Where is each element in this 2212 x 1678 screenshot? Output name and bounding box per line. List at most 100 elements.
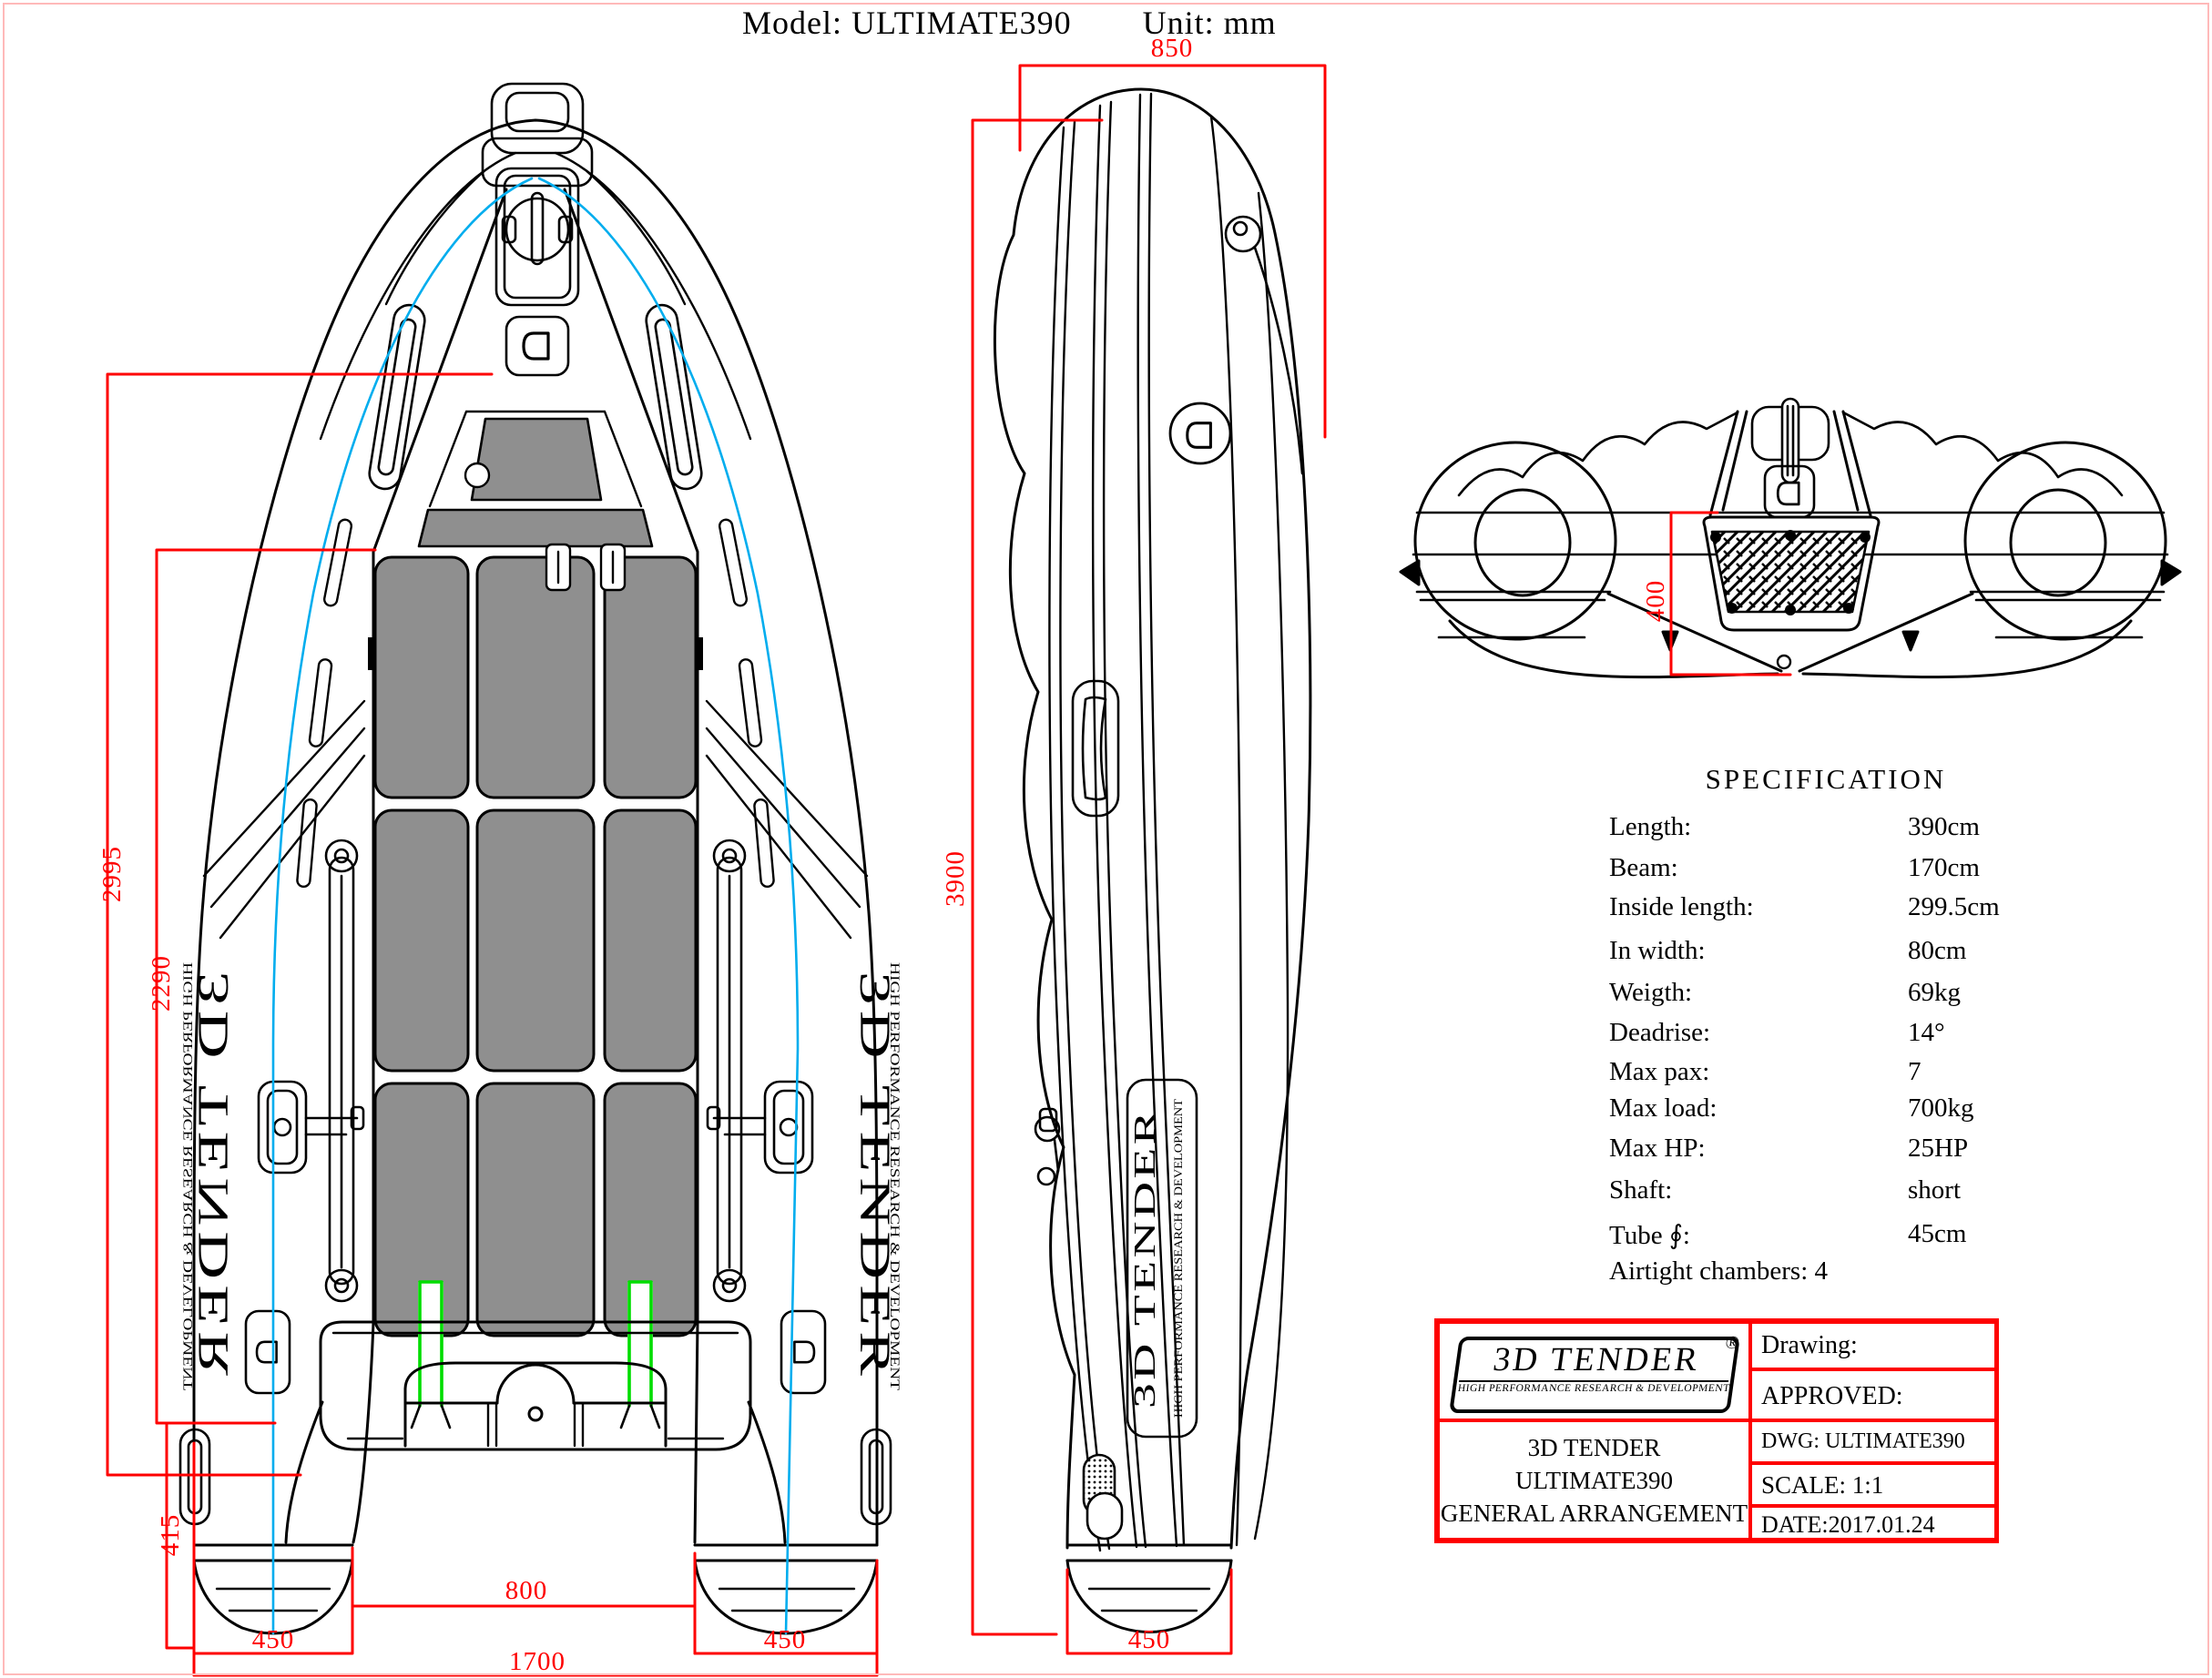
spec-airtight-chambers: Airtight chambers: 4 — [1609, 1256, 1829, 1286]
rear-tip-right — [2160, 559, 2182, 586]
title-block-drawing: Drawing: — [1750, 1322, 1996, 1369]
side-oarlock — [1034, 1107, 1061, 1186]
tube-branding-right: 3D TENDER HIGH PERFORMANCE RESEARCH & DE… — [851, 962, 902, 1390]
spec-row-max-load: Max load: 700kg — [1609, 1093, 2108, 1124]
dim-2995: 2995 — [97, 846, 127, 902]
spec-row-tube: Tube ∮:45cm — [1609, 1219, 2108, 1251]
stern-badge-right — [780, 1309, 827, 1395]
side-strakes — [1048, 92, 1289, 1552]
spec-value: 390cm — [1908, 812, 1980, 841]
stern-handle-right — [860, 1428, 892, 1526]
seam-diagonals — [202, 699, 869, 940]
registered-mark-icon: ® — [1724, 1333, 1741, 1353]
spec-label: Inside length: — [1609, 892, 1754, 921]
stern-badge-left — [244, 1309, 291, 1395]
deck-panel-wide — [417, 508, 654, 548]
transom — [284, 1320, 787, 1544]
edge-tick-right — [695, 637, 703, 670]
side-branding-patch — [1126, 1078, 1198, 1439]
side-brand-tagline: HIGH PERFORMANCE RESEARCH & DEVELOPMENT — [1171, 1099, 1185, 1418]
spec-value: 170cm — [1908, 853, 1980, 882]
side-handle — [1071, 679, 1120, 818]
title-block-date: DATE:2017.01.24 — [1750, 1506, 1996, 1540]
spec-row-in-width: In width:80cm — [1609, 936, 2108, 966]
transom-channels — [410, 1280, 661, 1429]
top-view-dimensions — [106, 372, 879, 1677]
side-brand-name: 3D TENDER — [1128, 1108, 1162, 1409]
spec-value: 25HP — [1908, 1134, 1969, 1163]
rear-tip-left — [1399, 559, 1421, 586]
spec-row-inside-length: Inside length: 299.5cm — [1609, 892, 2108, 922]
oar-right — [712, 839, 747, 1303]
spec-label: Weigth: — [1609, 978, 1693, 1007]
side-stern-cone — [1065, 1543, 1233, 1633]
rear-scallops — [1457, 411, 2124, 497]
title-block-doc-cell: 3D TENDER ULTIMATE390 GENERAL ARRANGEMEN… — [1438, 1420, 1750, 1540]
dim-850: 850 — [1151, 34, 1194, 63]
floor-clips — [545, 543, 627, 592]
bow-locker-edge — [428, 410, 643, 508]
spec-row-max-pax: Max pax:7 — [1609, 1057, 2108, 1087]
spec-label: In width: — [1609, 936, 1706, 965]
spec-label: Max HP: — [1609, 1134, 1706, 1163]
tube-strips — [296, 518, 775, 889]
spec-label: Deadrise: — [1609, 1018, 1711, 1047]
side-branding-text: 3D TENDER HIGH PERFORMANCE RESEARCH & DE… — [1128, 1099, 1185, 1418]
dim-800: 800 — [505, 1576, 548, 1605]
logo-tagline: HIGH PERFORMANCE RESEARCH & DEVELOPMENT — [1457, 1380, 1730, 1394]
mesh-lash-points — [1710, 530, 1871, 615]
doc-line-2: ULTIMATE390 — [1515, 1467, 1673, 1494]
top-view-dim-labels: 2995 2290 415 450 800 1700 450 — [97, 846, 807, 1676]
rear-tubes — [1413, 441, 2167, 641]
edge-tick-left — [368, 637, 376, 670]
bow-logo-badge — [505, 315, 570, 377]
side-view: 3D TENDER HIGH PERFORMANCE RESEARCH & DE… — [941, 34, 1327, 1655]
unit-label: Unit: mm — [1142, 5, 1277, 41]
tube-branding-left: 3D TENDER HIGH PERFORMANCE RESEARCH & DE… — [181, 962, 238, 1390]
oarlock-right — [706, 1080, 814, 1175]
rear-handle — [1750, 397, 1830, 484]
dim-2290: 2290 — [147, 955, 176, 1012]
spec-value: 45cm — [1908, 1219, 1967, 1248]
spec-value: short — [1908, 1175, 1961, 1205]
tube-brand-name-left: 3D TENDER — [189, 971, 238, 1381]
rear-tower — [1708, 410, 1872, 517]
tube-brand-tagline-right: HIGH PERFORMANCE RESEARCH & DEVELOPMENT — [887, 962, 902, 1390]
spec-value: 7 — [1908, 1057, 1921, 1086]
spec-value: 700kg — [1908, 1093, 1974, 1123]
tube-centerlines — [271, 177, 800, 1635]
dim-450-right: 450 — [764, 1625, 807, 1654]
company-logo: 3D TENDER ® HIGH PERFORMANCE RESEARCH & … — [1449, 1333, 1740, 1413]
oar-left — [324, 839, 359, 1303]
spec-label: Shaft: — [1609, 1175, 1673, 1205]
spec-value: 14° — [1908, 1018, 1945, 1047]
doc-line-3: GENERAL ARRANGEMENT — [1440, 1500, 1748, 1527]
rear-mesh-plate — [1702, 515, 1881, 632]
dim-400: 400 — [1641, 580, 1670, 623]
bow-winch-panel — [494, 167, 580, 307]
spec-value: 299.5cm — [1908, 892, 2000, 921]
specification-heading: SPECIFICATION — [1705, 763, 1947, 795]
spec-row-length: Length: 390cm — [1609, 812, 2108, 842]
spec-value: 69kg — [1908, 978, 1961, 1007]
pad-notch — [464, 462, 491, 489]
dim-3900: 3900 — [941, 850, 970, 907]
side-view-dim-labels: 850 3900 450 — [941, 34, 1194, 1654]
spec-row-deadrise: Deadrise: 14° — [1609, 1018, 2108, 1048]
bow-antislip-pad — [470, 417, 603, 502]
tube-handle-right — [645, 303, 703, 491]
spec-label: Length: — [1609, 812, 1692, 841]
spec-row-shaft: Shaft: short — [1609, 1175, 2108, 1205]
side-logo-badge — [1168, 402, 1232, 465]
deck-panels — [373, 555, 698, 1337]
title-block: 3D TENDER ® HIGH PERFORMANCE RESEARCH & … — [1434, 1318, 1999, 1543]
dim-450-side: 450 — [1128, 1625, 1171, 1654]
title-block-logo-cell: 3D TENDER ® HIGH PERFORMANCE RESEARCH & … — [1438, 1322, 1750, 1420]
spec-row-beam: Beam:170cm — [1609, 853, 2108, 883]
spec-label: Max load: — [1609, 1093, 1718, 1123]
rear-view: 400 — [1399, 397, 2182, 679]
title-block-dwg: DWG: ULTIMATE390 — [1750, 1420, 1996, 1463]
